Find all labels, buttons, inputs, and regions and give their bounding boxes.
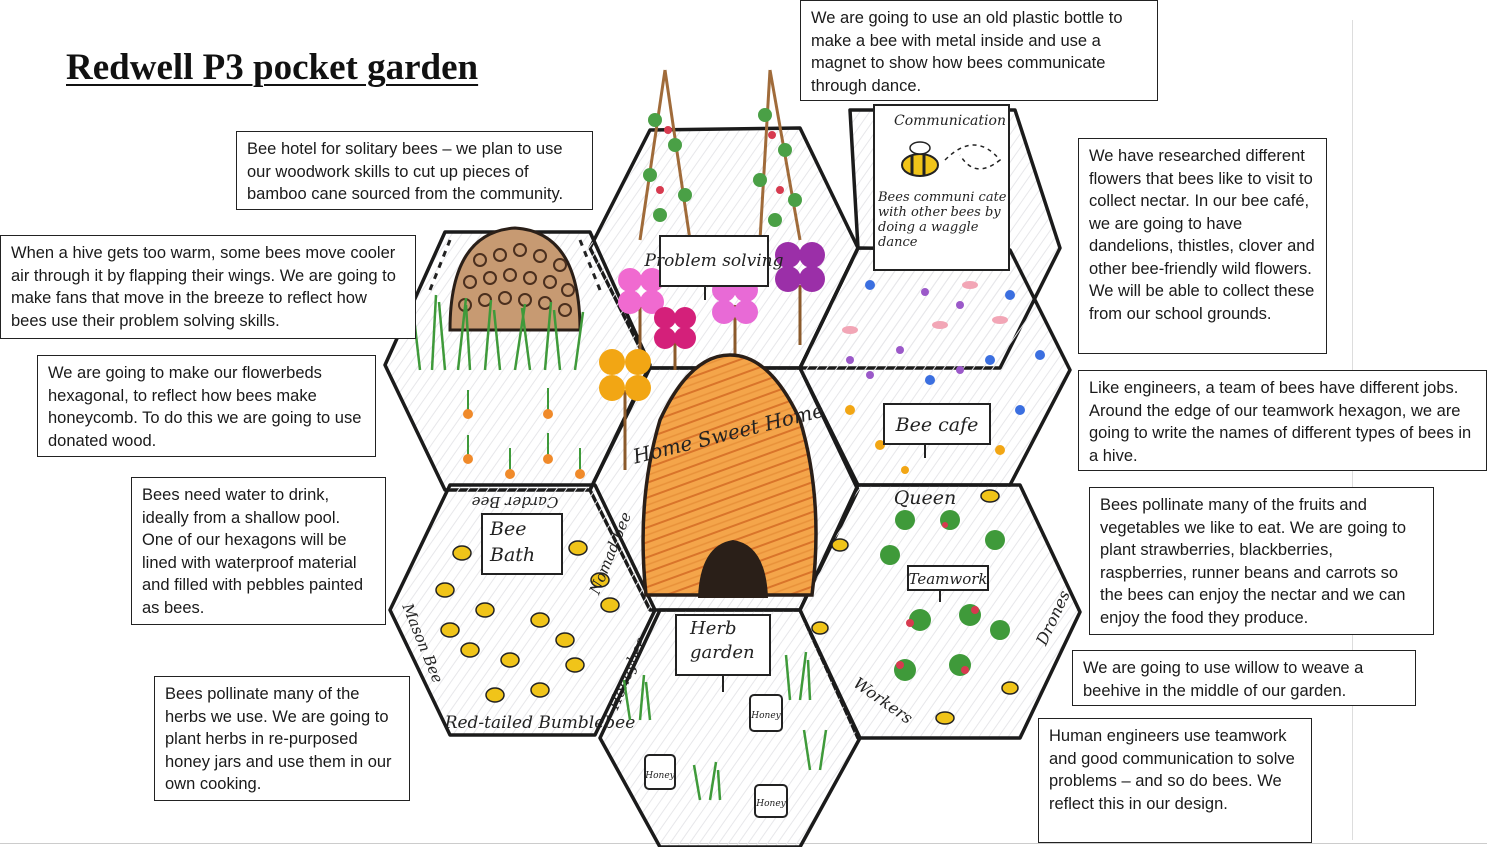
bee-bath-sign (481, 513, 563, 575)
honey-jar-label-2: Honey (644, 771, 675, 781)
strawberry-plants (880, 510, 1010, 681)
bee-cafe-sign (883, 403, 991, 458)
note-bee-hotel: Bee hotel for solitary bees – we plan to… (236, 131, 593, 210)
painted-pebbles (435, 540, 620, 703)
teamwork-sign-text: Teamwork (908, 570, 987, 588)
problem-solving-sign-text: Problem solving (644, 251, 784, 271)
border-word-carder-bee: Carder Bee (471, 493, 558, 511)
worker-bees (811, 489, 1019, 725)
note-bee-cafe: We have researched different flowers tha… (1078, 138, 1327, 354)
note-engineers-jobs: Like engineers, a team of bees have diff… (1078, 370, 1487, 471)
page-title: Redwell P3 pocket garden (66, 47, 479, 88)
herb-garden-sign (675, 614, 771, 692)
honey-jar-label-3: Honey (755, 799, 786, 809)
communication-poster-text: Bees communi cate with other bees by doi… (878, 190, 1007, 250)
herb-garden-sign-text: Herb garden (690, 618, 755, 663)
carrots (463, 388, 585, 479)
note-bottle-bee: We are going to use an old plastic bottl… (800, 0, 1158, 101)
beehive (641, 353, 818, 598)
communication-poster-title: Communication (894, 113, 1006, 129)
note-herbs: Bees pollinate many of the herbs we use.… (154, 676, 410, 801)
communication-poster (873, 104, 1010, 271)
honey-jar-label-1: Honey (750, 711, 781, 721)
herbs (622, 651, 828, 801)
note-bee-water: Bees need water to drink, ideally from a… (131, 477, 386, 625)
honey-jars (644, 694, 788, 818)
note-flowerbeds: We are going to make our flowerbeds hexa… (37, 355, 376, 457)
grass (410, 294, 585, 371)
border-word-red-tailed-bumblebee: Red-tailed Bumblebee (444, 713, 636, 733)
bee-bath-sign-text: Bee Bath (490, 518, 536, 566)
poster-bee-icon (901, 141, 939, 177)
note-fans: When a hive gets too warm, some bees mov… (0, 235, 416, 339)
teamwork-sign (907, 565, 989, 602)
wildflowers (842, 280, 1045, 474)
problem-solving-sign (659, 235, 769, 300)
bee-cafe-sign-text: Bee cafe (895, 414, 979, 436)
bee-hotel (428, 226, 602, 332)
bean-leaves (643, 108, 802, 227)
note-fruits-vegetables: Bees pollinate many of the fruits and ve… (1089, 487, 1434, 635)
border-word-queen: Queen (894, 487, 957, 509)
note-willow: We are going to use willow to weave a be… (1072, 650, 1416, 706)
note-human-engineers: Human engineers use teamwork and good co… (1038, 718, 1312, 843)
bean-flowers (656, 126, 784, 194)
